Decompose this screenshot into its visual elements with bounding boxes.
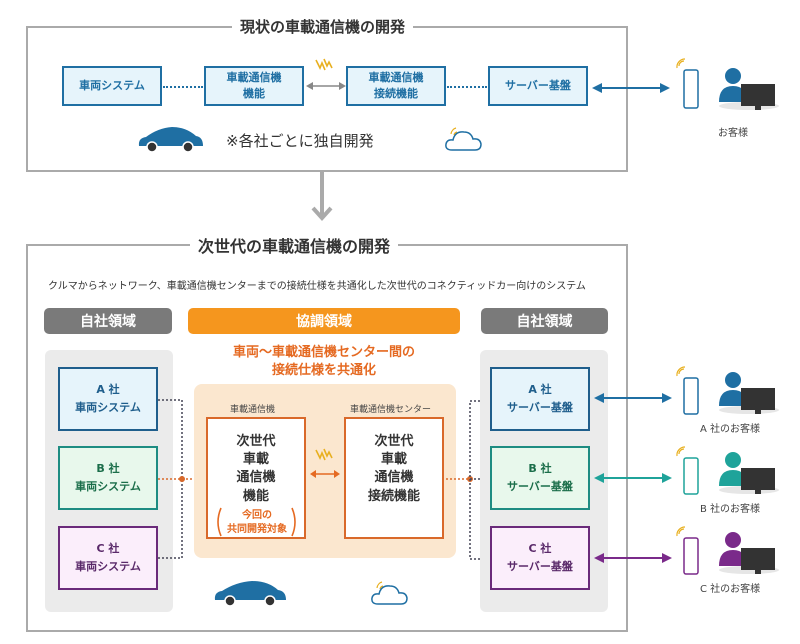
dotted-connector bbox=[163, 86, 203, 88]
joint-development-note: 今回の 共同開発対象 bbox=[227, 510, 287, 535]
vehicle-system-b: B 社 車両システム bbox=[58, 446, 158, 510]
server-platform-box: サーバー基盤 bbox=[488, 66, 588, 106]
double-arrow-icon bbox=[310, 470, 340, 478]
server-customer-arrow bbox=[594, 473, 672, 483]
current-title: 現状の車載通信機の開発 bbox=[232, 16, 414, 37]
server-platform-a: A 社 サーバー基盤 bbox=[490, 367, 590, 431]
server-customer-arrow bbox=[594, 553, 672, 563]
telematics-caption: 車載通信機 bbox=[230, 405, 276, 415]
customer-label: B 社のお客様 bbox=[700, 504, 761, 515]
own-domain-left-pill: 自社領域 bbox=[44, 308, 172, 334]
lightning-icon bbox=[315, 58, 333, 71]
vehicle-bus-connector bbox=[158, 399, 198, 559]
customer-person-icon bbox=[719, 452, 779, 494]
customer-person-icon bbox=[719, 68, 779, 110]
server-customer-arrow bbox=[594, 393, 672, 403]
smartphone-icon bbox=[676, 526, 699, 575]
own-domain-right-pill: 自社領域 bbox=[481, 308, 608, 334]
smartphone-icon bbox=[676, 58, 699, 109]
telematics-connect-box: 車載通信機 接続機能 bbox=[346, 66, 446, 106]
dotted-connector bbox=[447, 86, 487, 88]
customer-person-icon bbox=[719, 532, 779, 574]
customer-label: お客様 bbox=[718, 128, 748, 139]
vehicle-system-box: 車両システム bbox=[62, 66, 162, 106]
customer-label: A 社のお客様 bbox=[700, 424, 761, 435]
down-arrow-icon bbox=[311, 172, 333, 221]
lightning-icon bbox=[315, 448, 333, 461]
cloud-icon bbox=[445, 127, 482, 151]
paren-left bbox=[217, 507, 222, 537]
next-telematics-function-text: 次世代 車載 通信機 機能 bbox=[236, 434, 276, 504]
next-telematics-connect-text: 次世代 車載 通信機 接続機能 bbox=[367, 434, 420, 504]
server-platform-c: C 社 サーバー基盤 bbox=[490, 526, 590, 590]
independent-dev-note: ※各社ごとに独自開発 bbox=[226, 132, 374, 150]
next-title: 次世代の車載通信機の開発 bbox=[190, 233, 399, 257]
vehicle-system-c: C 社 車両システム bbox=[58, 526, 158, 590]
cooperative-domain-pill: 協調領域 bbox=[188, 308, 460, 334]
customer-label: C 社のお客様 bbox=[700, 584, 761, 595]
telematics-function-box: 車載通信機 機能 bbox=[204, 66, 304, 106]
paren-right bbox=[291, 507, 296, 537]
server-bus-connector bbox=[446, 400, 492, 560]
server-platform-b: B 社 サーバー基盤 bbox=[490, 446, 590, 510]
smartphone-icon bbox=[676, 446, 699, 495]
cloud-icon bbox=[371, 581, 408, 605]
server-customer-arrow bbox=[592, 83, 670, 93]
next-subtitle: クルマからネットワーク、車載通信機センターまでの接続仕様を共通化した次世代のコネ… bbox=[48, 281, 586, 292]
car-icon bbox=[214, 581, 286, 607]
smartphone-icon bbox=[676, 366, 699, 415]
car-icon bbox=[138, 127, 203, 153]
double-arrow-icon bbox=[306, 82, 346, 90]
common-spec-heading: 車両〜車載通信機センター間の 接続仕様を共通化 bbox=[232, 345, 415, 378]
next-telematics-function-box: 次世代 車載 通信機 機能 今回の 共同開発対象 bbox=[206, 417, 306, 539]
customer-person-icon bbox=[719, 372, 779, 414]
telematics-center-caption: 車載通信機センター bbox=[350, 405, 432, 415]
next-telematics-connect-box: 次世代 車載 通信機 接続機能 bbox=[344, 417, 444, 539]
vehicle-system-a: A 社 車両システム bbox=[58, 367, 158, 431]
